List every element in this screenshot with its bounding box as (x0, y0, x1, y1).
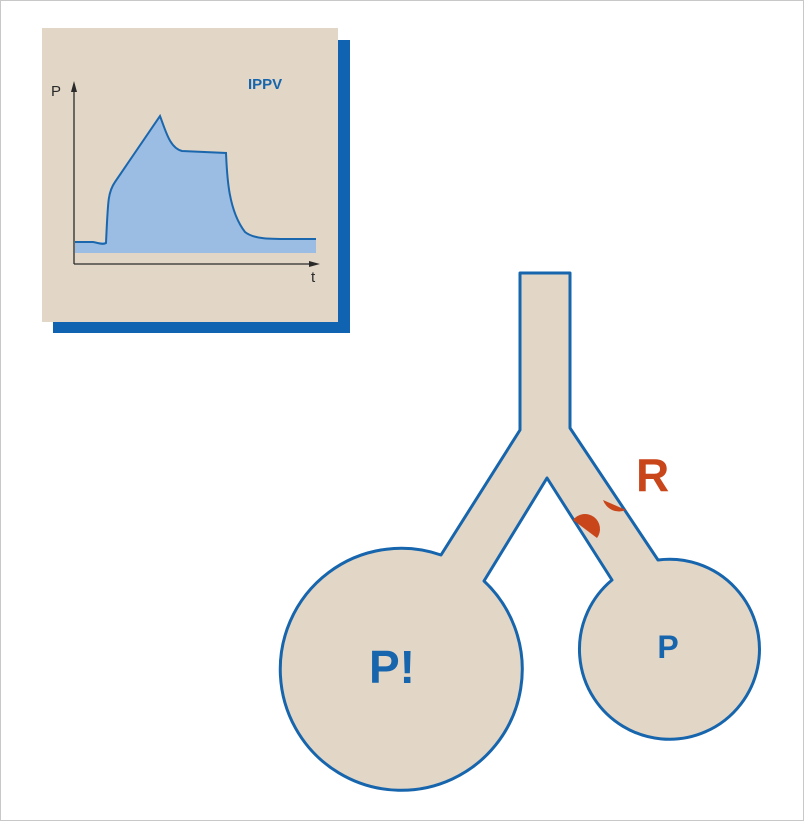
ippv-mode-label: IPPV (248, 76, 282, 93)
y-axis-arrowhead (71, 81, 77, 92)
x-axis-label: t (311, 269, 316, 286)
right-alveolus-pressure-label: P (657, 629, 678, 665)
baseline-band (75, 242, 316, 253)
airway-outline (278, 271, 761, 792)
y-axis-label: P (51, 83, 61, 100)
pressure-curve-fill (75, 116, 316, 253)
resistance-obstruction-lower (573, 513, 600, 538)
resistance-label: R (636, 449, 669, 501)
ippv-inset-panel: P t IPPV (42, 28, 350, 333)
x-axis-arrowhead (309, 261, 320, 267)
airway-diagram: R P! P (278, 271, 761, 792)
resistance-obstruction-upper (603, 500, 626, 512)
pressure-curve-line (75, 113, 317, 245)
left-alveolus-pressure-label: P! (369, 641, 415, 693)
